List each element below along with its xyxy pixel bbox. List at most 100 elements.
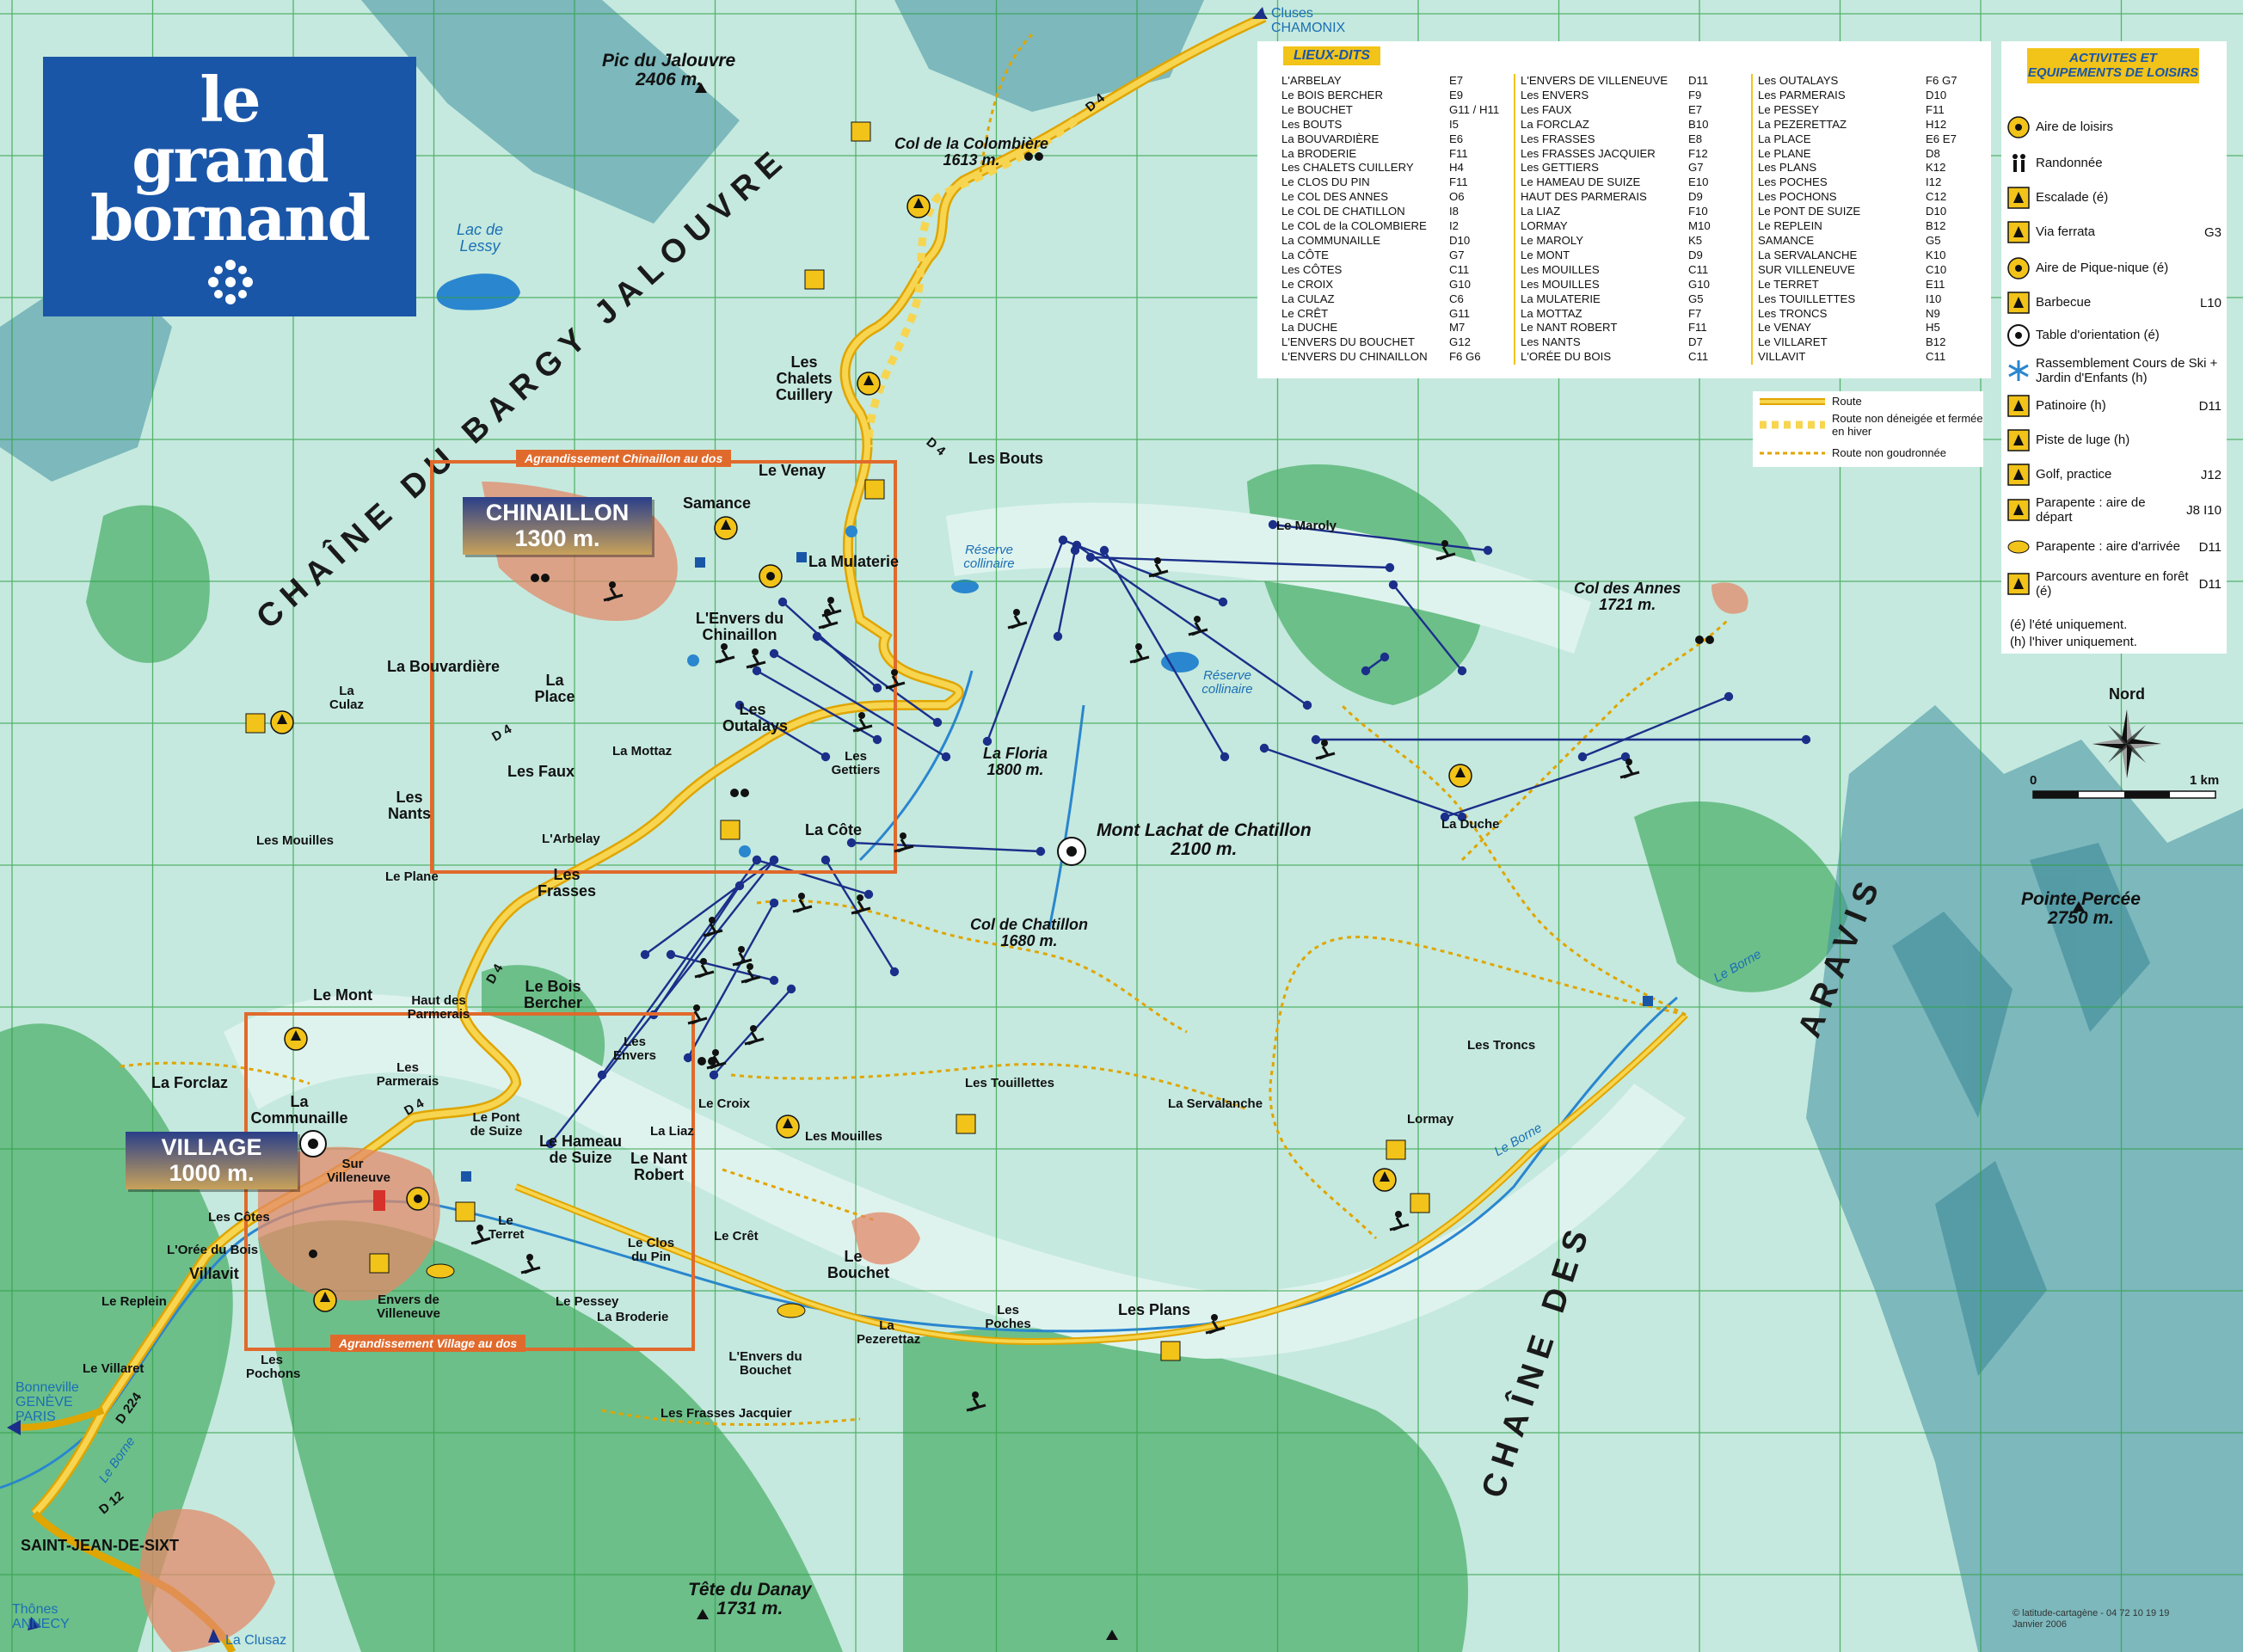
activity-row: Randonnée <box>2006 151 2221 175</box>
activity-label: Patinoire (h) <box>2036 398 2106 414</box>
ski-lift-station <box>1388 580 1398 590</box>
skier-icon <box>1205 1320 1226 1335</box>
lieu-dit-grid-ref: F11 <box>1926 102 1945 116</box>
activity-grid-ref: D11 <box>2198 576 2221 592</box>
skier-icon <box>752 648 759 655</box>
place-les-frasses-jacquier: Les Frasses Jacquier <box>661 1406 792 1421</box>
orientation-table-icon <box>299 1130 327 1158</box>
ski-lift-station <box>709 1070 719 1080</box>
place-le-croix: Le Croix <box>698 1096 751 1111</box>
ski-lift-station <box>734 700 745 710</box>
road-legend: Route Route non déneigée et fermée en hi… <box>1753 391 1983 467</box>
paraglider-departure-icon <box>2006 498 2031 522</box>
place-le-plane: Le Plane <box>385 869 439 884</box>
ski-lift-station <box>752 666 762 676</box>
lieu-dit-grid-ref: I2 <box>1449 219 1459 233</box>
skier-icon <box>966 1397 986 1412</box>
lieu-dit-grid-ref: K12 <box>1926 161 1946 175</box>
ski-lift-cable <box>1444 755 1626 819</box>
lieu-dit-name: SUR VILLENEUVE <box>1758 262 1855 276</box>
lieu-dit-grid-ref: F7 <box>1688 306 1702 320</box>
ski-lift-station <box>982 736 992 746</box>
lieu-dit-name: LORMAY <box>1521 219 1568 233</box>
lieu-dit-grid-ref: G5 <box>1688 292 1704 305</box>
lieu-dit-name: Le NANT ROBERT <box>1521 321 1618 335</box>
ski-lift-station <box>932 717 943 728</box>
lieu-dit-name: Le BOUCHET <box>1281 102 1353 116</box>
compass-label: Nord <box>2109 685 2145 703</box>
ski-lift-cable <box>1090 556 1391 569</box>
lieu-dit-grid-ref: E7 <box>1688 102 1703 116</box>
lieu-dit-name: Les POCHONS <box>1758 190 1837 204</box>
grand-bornand-logo[interactable]: le grand bornand <box>43 57 416 316</box>
sledge-icon <box>2006 428 2031 452</box>
reserve-collinaire-label-1: Réserve collinaire <box>963 543 1015 571</box>
activity-label: Via ferrata <box>2036 224 2095 240</box>
lieu-dit-grid-ref: D7 <box>1688 335 1703 349</box>
lieu-dit-row: La MOTTAZ F7 <box>1521 307 1740 322</box>
place-villavit: Villavit <box>189 1265 239 1282</box>
lieu-dit-grid-ref: F6 G7 <box>1926 74 1957 87</box>
skier-icon <box>821 603 842 617</box>
lieu-dit-name: Les CHALETS CUILLERY <box>1281 161 1414 175</box>
scale-start: 0 <box>2030 773 2037 788</box>
ski-lift-station <box>820 855 831 865</box>
place-la-place: La Place <box>534 672 575 705</box>
ski-lift-station <box>777 597 788 607</box>
place-la-communaille: La Communaille <box>250 1093 348 1127</box>
ski-lift-station <box>1457 666 1467 676</box>
lieu-dit-name: Le VENAY <box>1758 321 1812 335</box>
skier-icon <box>1625 758 1632 765</box>
ski-lift-station <box>752 855 762 865</box>
lieu-dit-name: HAUT DES PARMERAIS <box>1521 190 1647 204</box>
lieu-dit-name: Le CROIX <box>1281 277 1334 291</box>
ski-lift-station <box>640 949 650 960</box>
exit-la-clusaz[interactable]: La Clusaz <box>225 1633 287 1648</box>
ski-lift-station <box>1457 812 1467 822</box>
skier-icon <box>1148 563 1169 578</box>
lieu-dit-name: Les GETTIERS <box>1521 161 1599 175</box>
golf-icon <box>2006 463 2031 487</box>
snowflake-icon <box>687 525 857 857</box>
ski-lift-cable <box>851 841 1042 853</box>
skier-icon <box>693 1004 700 1011</box>
lieu-dit-name: Les BOUTS <box>1281 117 1343 131</box>
lieu-dit-grid-ref: F12 <box>1688 146 1708 160</box>
lieu-dit-name: Le CLOS DU PIN <box>1281 175 1370 189</box>
lieu-dit-name: La MOTTAZ <box>1521 306 1582 320</box>
lieu-dit-grid-ref: G7 <box>1449 248 1465 261</box>
lieu-dit-grid-ref: C11 <box>1926 350 1946 364</box>
ski-lift-cable <box>644 859 775 955</box>
skier-icon <box>1129 649 1150 664</box>
place-le-venay: Le Venay <box>759 462 827 479</box>
ski-lift-cable <box>1582 695 1730 758</box>
hikers-icon <box>2006 151 2031 175</box>
skier-icon <box>857 894 863 901</box>
place-les-outalays: Les Outalays <box>722 701 789 734</box>
lieu-dit-grid-ref: D11 <box>1688 74 1709 87</box>
lieu-dit-name: Les TOUILLETTES <box>1758 292 1856 305</box>
place-lenvers-chinaillon: L'Envers du Chinaillon <box>695 610 784 643</box>
place-la-forclaz: La Forclaz <box>151 1074 229 1091</box>
lieu-dit-name: Le PLANE <box>1758 146 1811 160</box>
lieu-dit-name: Les FRASSES <box>1521 132 1595 145</box>
ski-lift-station <box>597 1070 607 1080</box>
ski-lift-station <box>1361 666 1371 676</box>
lieux-dits-title: LIEUX-DITS <box>1283 46 1380 65</box>
paraglider-arrival-icon <box>426 1263 806 1318</box>
